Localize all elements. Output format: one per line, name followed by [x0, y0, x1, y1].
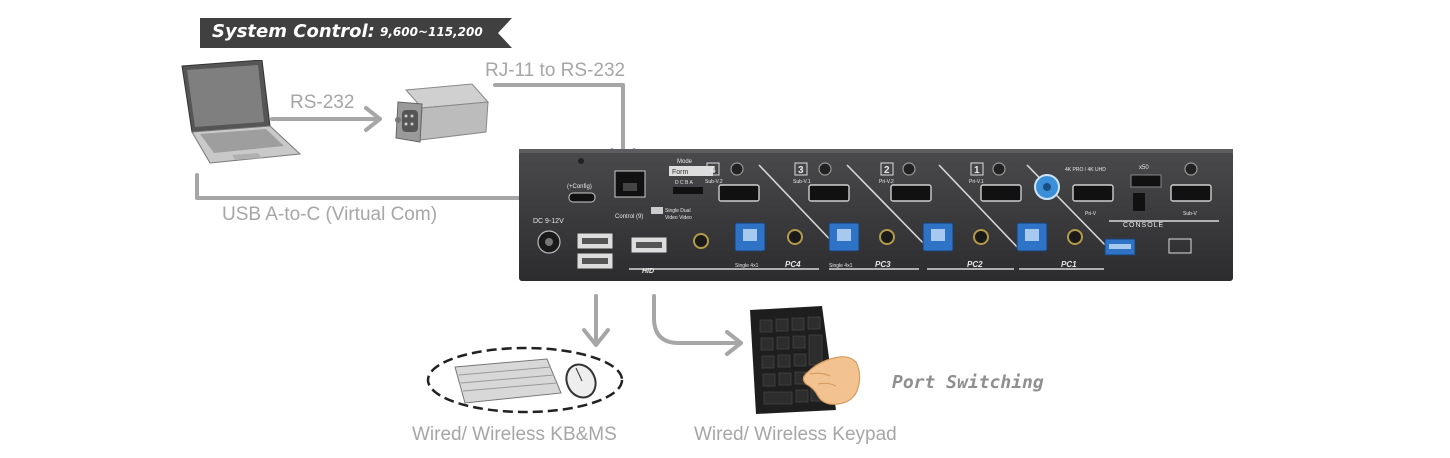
kbms-arrow-head [582, 328, 610, 347]
usb-virtual-com-label: USB A-to-C (Virtual Com) [222, 204, 438, 225]
hdmi-pri-v [1072, 184, 1114, 202]
laptop-icon [181, 60, 302, 164]
pc2-label: PC2 [967, 260, 983, 269]
hdmi-sub-label-pc4: Sub-V.2 [705, 179, 723, 185]
banner-baud: 9,600~115,200 [380, 25, 483, 39]
port-number-badges: 4 3 2 1 [706, 162, 984, 176]
audio-jack-pc2 [973, 229, 989, 245]
audio-jack-pc4 [787, 229, 803, 245]
rs232-arrow-head [364, 106, 382, 132]
mode-label: Mode [677, 159, 693, 165]
svg-text:1: 1 [974, 165, 980, 176]
db9-adapter-icon [395, 83, 490, 143]
keypad-label: Wired/ Wireless Keypad [694, 424, 897, 445]
audio-jack-pc3 [879, 229, 895, 245]
keypad-arrow-head [725, 330, 743, 356]
rj11-label: RJ-11 to RS-232 [485, 60, 626, 81]
usb-c-port [568, 192, 596, 203]
pc1-label: PC1 [1061, 260, 1077, 269]
hdmi-sub-label-pc2: Pri-V.2 [879, 179, 894, 185]
hdmi-sub-v [1170, 184, 1212, 202]
svg-text:2: 2 [884, 165, 890, 176]
res-label: 4K PRO / 4K UHD [1065, 167, 1106, 173]
hid-label: HID [642, 268, 654, 275]
pc4-label: PC4 [785, 260, 801, 269]
pri-v-label: Pri-V [1085, 211, 1097, 217]
keypad-arrow [652, 294, 740, 345]
keyboard-mouse-icon [426, 346, 624, 414]
hdmi-pc1 [980, 184, 1022, 202]
single-dual-label: Single Dual [665, 208, 691, 214]
hdmi-pc4 [718, 184, 760, 202]
port-switching-label: Port Switching [892, 372, 1044, 393]
banner-title: System Control: [212, 21, 375, 42]
dip-letters: D C B A [675, 180, 693, 186]
sub-v-label: Sub-V [1183, 211, 1198, 217]
rs232-label: RS-232 [290, 92, 355, 113]
video-label: Video Video [665, 215, 692, 221]
rj11-arrow [493, 83, 625, 162]
dc-label: DC 9-12V [533, 218, 564, 225]
hdmi-pc2 [890, 184, 932, 202]
config-label: (+Config) [567, 184, 592, 190]
console-label: CONSOLE [1123, 222, 1164, 229]
system-control-banner: System Control: 9,600~115,200 [200, 18, 512, 48]
x50-label: x50 [1139, 165, 1149, 171]
form-label: Form [672, 169, 689, 176]
hdmi-pc3 [808, 184, 850, 202]
kvm-switch-device: DC 9-12V (+Config) Control (9) HID Mode … [519, 149, 1233, 281]
audio-jack-pc1 [1067, 229, 1083, 245]
hand-icon [802, 356, 861, 405]
svg-text:3: 3 [798, 165, 804, 176]
pc3-label: PC3 [875, 260, 891, 269]
single-label-pc4: Single 4x1 [735, 263, 759, 269]
hdmi-sub-label-pc1: Pri-V.1 [969, 179, 984, 185]
usb-virtual-arrow [195, 173, 554, 200]
control-label: Control (9) [615, 214, 643, 220]
single-label-pc3: Single 4x1 [829, 263, 853, 269]
hdmi-sub-label-pc3: Sub-V.1 [793, 179, 811, 185]
svg-text:4: 4 [710, 165, 716, 176]
audio-jack-console [693, 233, 709, 249]
kbms-label: Wired/ Wireless KB&MS [412, 424, 617, 445]
